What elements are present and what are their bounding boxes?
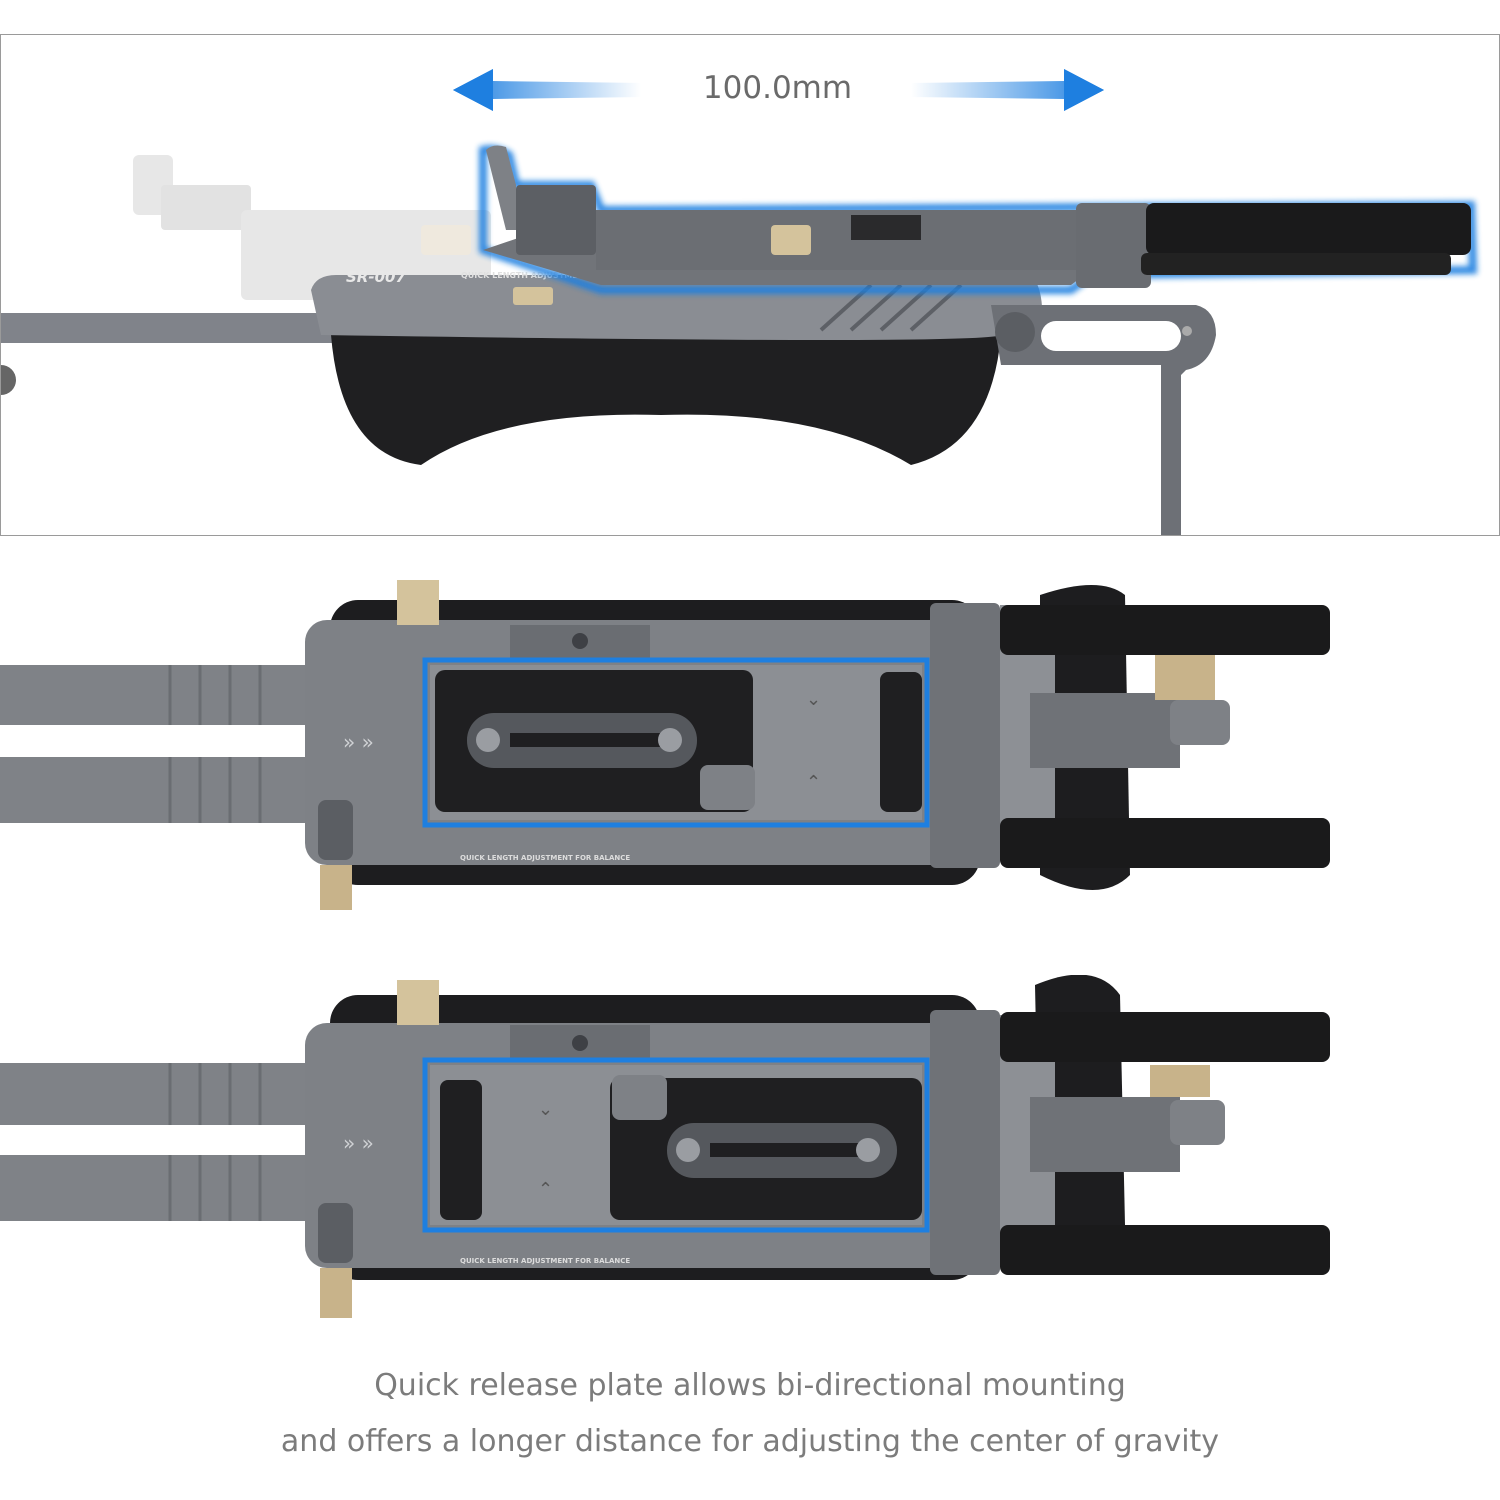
rod-lower [1141,253,1451,275]
strap-lower [0,1155,320,1221]
caption-line-1: Quick release plate allows bi-directiona… [374,1368,1126,1403]
safety-latch [771,225,811,255]
model-engraving: SR-007 [346,268,406,286]
safety-latch [397,980,439,1025]
rod-upper [1000,605,1330,655]
rail-highlight [422,657,930,828]
rod-clamp [930,603,1000,868]
top-view-reversed: ⌄ ⌃ » » QUICK LENGTH ADJUSTMENT FOR BALA… [0,975,1330,1318]
lock-button [513,287,553,305]
strap-lower [0,757,320,823]
rod-lower [1000,818,1330,868]
chevron-double-down-icon: ⌄ [806,689,821,710]
safety-latch [397,580,439,625]
rod-upper [1146,203,1471,255]
rod-clamp [930,1010,1000,1275]
strap-upper [0,1063,320,1125]
strap-upper [0,665,320,725]
chevron-double-up-icon: ⌃ [806,772,821,793]
shoulder-pad [331,335,1001,465]
engraving-text: QUICK LENGTH ADJUSTMENT FOR BALANCE [460,1257,630,1265]
rod-upper [1000,1012,1330,1062]
dimension-label: 100.0mm [702,70,853,106]
chevron-double-up-icon: ⌃ [538,1179,553,1200]
chevron-double-down-icon: ⌄ [538,1099,553,1120]
rail-highlight [422,1057,930,1233]
engraving-text: QUICK LENGTH ADJUSTMENT FOR BALANCE [460,854,630,862]
bracket-arm [991,305,1216,535]
arrow-left-icon [453,69,641,111]
chevron-double-right-icon: » » [343,1131,374,1155]
arrow-right-icon [911,69,1104,111]
rod-lower [1000,1225,1330,1275]
side-view-illustration: SR-007 QUICK LENGTH ADJUSTMENT FOR BALAN… [1,69,1478,535]
caption-line-2: and offers a longer distance for adjusti… [280,1424,1220,1459]
side-view-panel: SR-007 QUICK LENGTH ADJUSTMENT FOR BALAN… [0,34,1500,536]
chevron-double-right-icon: » » [343,730,374,754]
rail-bar [1,313,341,343]
lever-clamp [486,145,516,230]
top-view-forward: ⌄ ⌃ » » QUICK LENGTH ADJUSTMENT FOR BALA… [0,580,1330,910]
